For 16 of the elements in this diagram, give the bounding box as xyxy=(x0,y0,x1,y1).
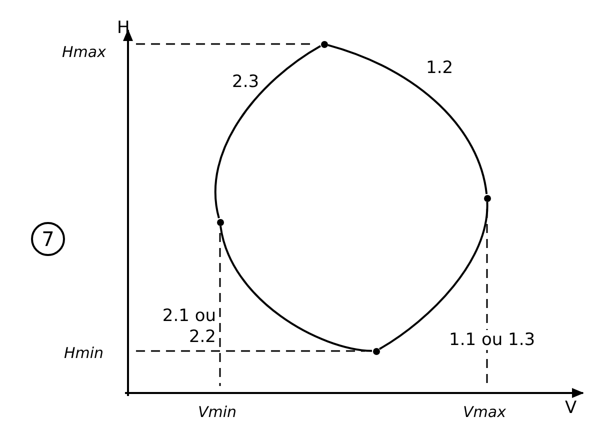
curve-segment xyxy=(214,45,322,218)
edge-label: 1.1 ou 1.3 xyxy=(449,330,536,350)
tick-label: Hmin xyxy=(64,343,104,363)
circled-number: 7 xyxy=(31,222,65,256)
curve-segment xyxy=(220,226,372,352)
edge-label: 2.1 ou 2.2 xyxy=(161,306,216,348)
curve-point xyxy=(372,348,380,354)
curve-point xyxy=(216,218,224,226)
tick-label: Hmax xyxy=(62,42,106,62)
curve-segment xyxy=(378,202,488,350)
curve-point xyxy=(320,40,328,48)
axis-title: V xyxy=(565,398,577,418)
curve-segment xyxy=(328,44,488,194)
tick-label: Vmax xyxy=(463,402,506,422)
curve-point xyxy=(484,194,490,202)
tick-label: Vmin xyxy=(198,402,237,422)
